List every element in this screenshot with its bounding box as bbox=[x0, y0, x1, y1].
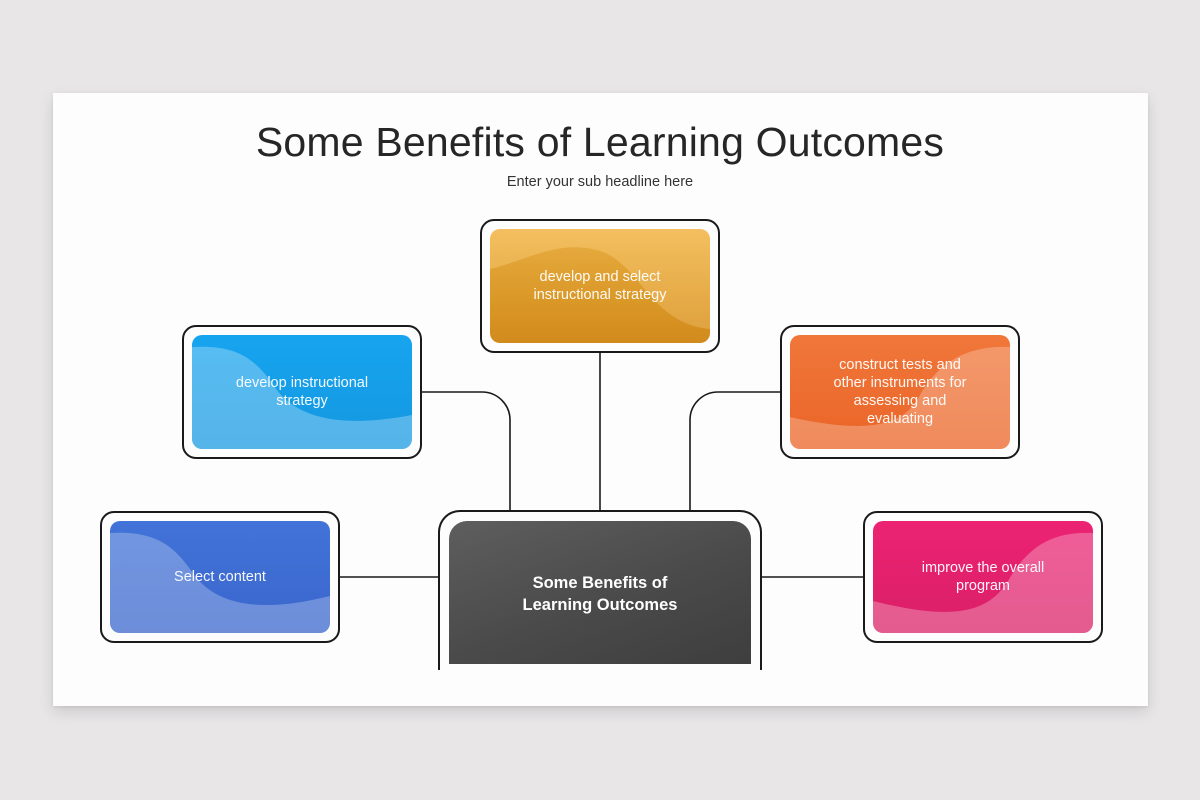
node-upper-left-label: develop instructional strategy bbox=[235, 375, 369, 409]
node-top-card: develop and select instructional strateg… bbox=[490, 229, 710, 343]
center-node-label: Some Benefits of Learning Outcomes bbox=[522, 574, 678, 614]
node-top-label: develop and select instructional strateg… bbox=[533, 269, 667, 303]
center-node-card: Some Benefits of Learning Outcomes bbox=[449, 521, 751, 664]
center-node[interactable]: Some Benefits of Learning Outcomes bbox=[438, 510, 762, 670]
wave-decoration bbox=[110, 532, 330, 633]
wave-decoration bbox=[192, 346, 412, 449]
node-upper-right-label: construct tests and other instruments fo… bbox=[833, 357, 967, 427]
wave-decoration bbox=[873, 532, 1093, 633]
node-upper-right-card: construct tests and other instruments fo… bbox=[790, 335, 1010, 449]
node-lower-right[interactable]: improve the overall program bbox=[863, 511, 1103, 643]
node-top[interactable]: develop and select instructional strateg… bbox=[480, 219, 720, 353]
slide-subtitle: Enter your sub headline here bbox=[506, 174, 694, 190]
wave-decoration bbox=[790, 346, 1010, 449]
wave-decoration bbox=[490, 229, 710, 329]
node-lower-right-label: improve the overall program bbox=[921, 560, 1045, 594]
node-lower-left-card: Select content bbox=[110, 521, 330, 633]
node-lower-left[interactable]: Select content bbox=[100, 511, 340, 643]
node-lower-left-label: Select content bbox=[174, 569, 266, 585]
node-upper-left[interactable]: develop instructional strategy bbox=[182, 325, 422, 459]
slide-title: Some Benefits of Learning Outcomes bbox=[255, 119, 945, 165]
node-upper-left-card: develop instructional strategy bbox=[192, 335, 412, 449]
node-upper-right[interactable]: construct tests and other instruments fo… bbox=[780, 325, 1020, 459]
node-lower-right-card: improve the overall program bbox=[873, 521, 1093, 633]
